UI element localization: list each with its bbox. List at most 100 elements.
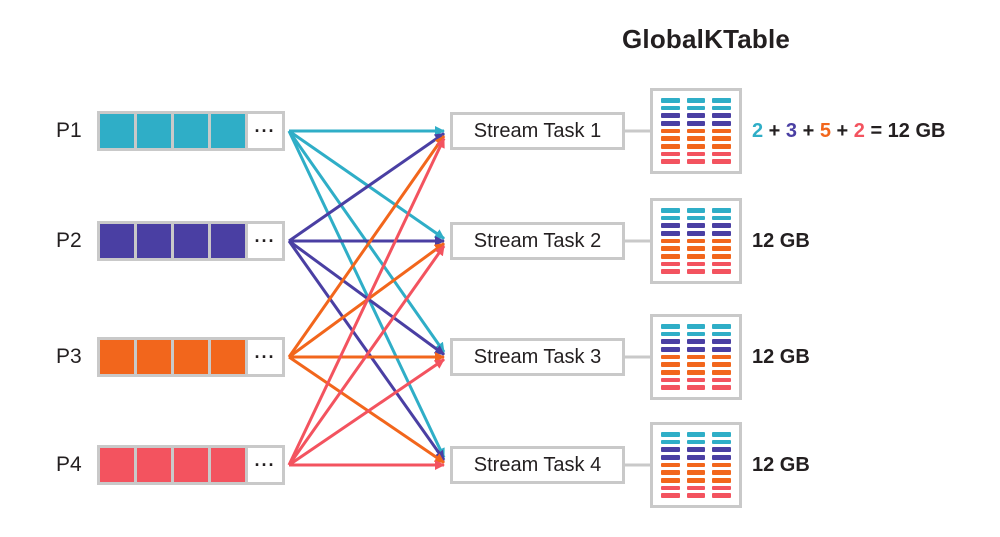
partition-cell: [211, 114, 245, 148]
partition-cell: [211, 448, 245, 482]
stream-task-label: Stream Task 4: [473, 453, 602, 476]
partition-cell: [211, 224, 245, 258]
ktable-grid: [661, 98, 731, 164]
ktable-bar: [661, 470, 680, 475]
stream-task-box: Stream Task 4: [450, 446, 625, 484]
ktable-bar: [661, 432, 680, 437]
diagram-row: P1 ··· Stream Task 1 2 + 3 + 5 + 2 = 12 …: [0, 86, 1000, 176]
equation-segment: +: [763, 119, 786, 142]
ktable-grid: [661, 208, 731, 274]
ktable-bar: [686, 151, 706, 157]
ktable-bar: [712, 462, 731, 468]
stream-task-label: Stream Task 2: [473, 229, 602, 252]
diagram-title: GlobalKTable: [622, 24, 791, 54]
size-equation: 2 + 3 + 5 + 2 = 12 GB: [752, 86, 946, 176]
ktable-bar: [661, 485, 680, 491]
size-label: 12 GB: [752, 345, 810, 368]
ktable-bar: [712, 246, 731, 251]
ktable-bar: [686, 454, 706, 460]
ktable-bar: [712, 159, 731, 164]
ktable-bar: [712, 477, 731, 483]
ktable-bar: [712, 136, 731, 141]
ktable-bar: [686, 432, 706, 437]
ktable-bar: [712, 439, 731, 445]
ktable-bar: [686, 462, 706, 468]
ktable-bar: [686, 159, 706, 164]
ktable-bar: [712, 331, 731, 337]
partition-box: ···: [97, 111, 285, 151]
ktable-bar: [686, 261, 706, 267]
ktable-bar: [712, 238, 731, 244]
ktable-bar: [686, 447, 706, 452]
ktable-bar: [686, 470, 706, 475]
partition-cell: [100, 224, 134, 258]
partition-cell: [174, 448, 208, 482]
partition-label: P4: [56, 453, 82, 476]
ktable-grid: [661, 432, 731, 498]
ktable-bar: [661, 331, 680, 337]
partition-cell: [137, 340, 171, 374]
stream-task-box: Stream Task 1: [450, 112, 625, 150]
partition-cell: [100, 448, 134, 482]
ktable-bar: [661, 346, 680, 352]
ktable-bar: [712, 377, 731, 383]
ktable-bar: [712, 493, 731, 498]
ktable-icon: [650, 198, 742, 284]
ktable-bar: [712, 253, 731, 259]
ktable-bar: [686, 208, 706, 213]
ktable-bar: [686, 331, 706, 337]
partition-cell: [100, 340, 134, 374]
ktable-bar: [661, 136, 680, 141]
ktable-bar: [661, 377, 680, 383]
partition-box: ···: [97, 445, 285, 485]
partition-label: P2: [56, 229, 82, 252]
ktable-bar: [661, 261, 680, 267]
ktable-bar: [686, 385, 706, 390]
ktable-bar: [712, 385, 731, 390]
ktable-bar: [712, 362, 731, 367]
ktable-bar: [661, 143, 680, 149]
partition-cell: [174, 340, 208, 374]
ktable-bar: [686, 215, 706, 221]
stream-task-label: Stream Task 3: [473, 345, 602, 368]
ktable-bar: [661, 339, 680, 344]
ktable-bar: [686, 346, 706, 352]
ktable-bar: [661, 215, 680, 221]
ktable-bar: [661, 385, 680, 390]
ktable-bar: [712, 128, 731, 134]
ktable-bar: [661, 447, 680, 452]
partition-task-arrow: [287, 130, 446, 459]
partition-cell: [174, 114, 208, 148]
ktable-bar: [686, 477, 706, 483]
size-label: 12 GB: [752, 453, 810, 476]
diagram-row: P2 ··· Stream Task 2 12 GB: [0, 196, 1000, 286]
ktable-bar: [686, 253, 706, 259]
ktable-bar: [661, 151, 680, 157]
ktable-bar: [661, 105, 680, 111]
stream-task-box: Stream Task 3: [450, 338, 625, 376]
partition-cell: [137, 448, 171, 482]
ktable-bar: [686, 339, 706, 344]
ktable-bar: [686, 128, 706, 134]
ktable-bar: [686, 238, 706, 244]
ktable-bar: [661, 269, 680, 274]
ktable-bar: [661, 159, 680, 164]
ktable-bar: [661, 477, 680, 483]
ktable-bar: [686, 98, 706, 103]
partition-cell: [211, 340, 245, 374]
ktable-bar: [686, 223, 706, 228]
stream-task-box: Stream Task 2: [450, 222, 625, 260]
ktable-bar: [661, 354, 680, 360]
partition-cell: [137, 114, 171, 148]
ktable-bar: [661, 246, 680, 251]
ktable-bar: [712, 485, 731, 491]
ktable-bar: [661, 462, 680, 468]
ktable-bar: [661, 454, 680, 460]
ktable-bar: [686, 143, 706, 149]
ktable-bar: [712, 215, 731, 221]
ktable-bar: [712, 324, 731, 329]
partition-box: ···: [97, 337, 285, 377]
diagram-row: P4 ··· Stream Task 4 12 GB: [0, 420, 1000, 510]
ktable-bar: [712, 432, 731, 437]
